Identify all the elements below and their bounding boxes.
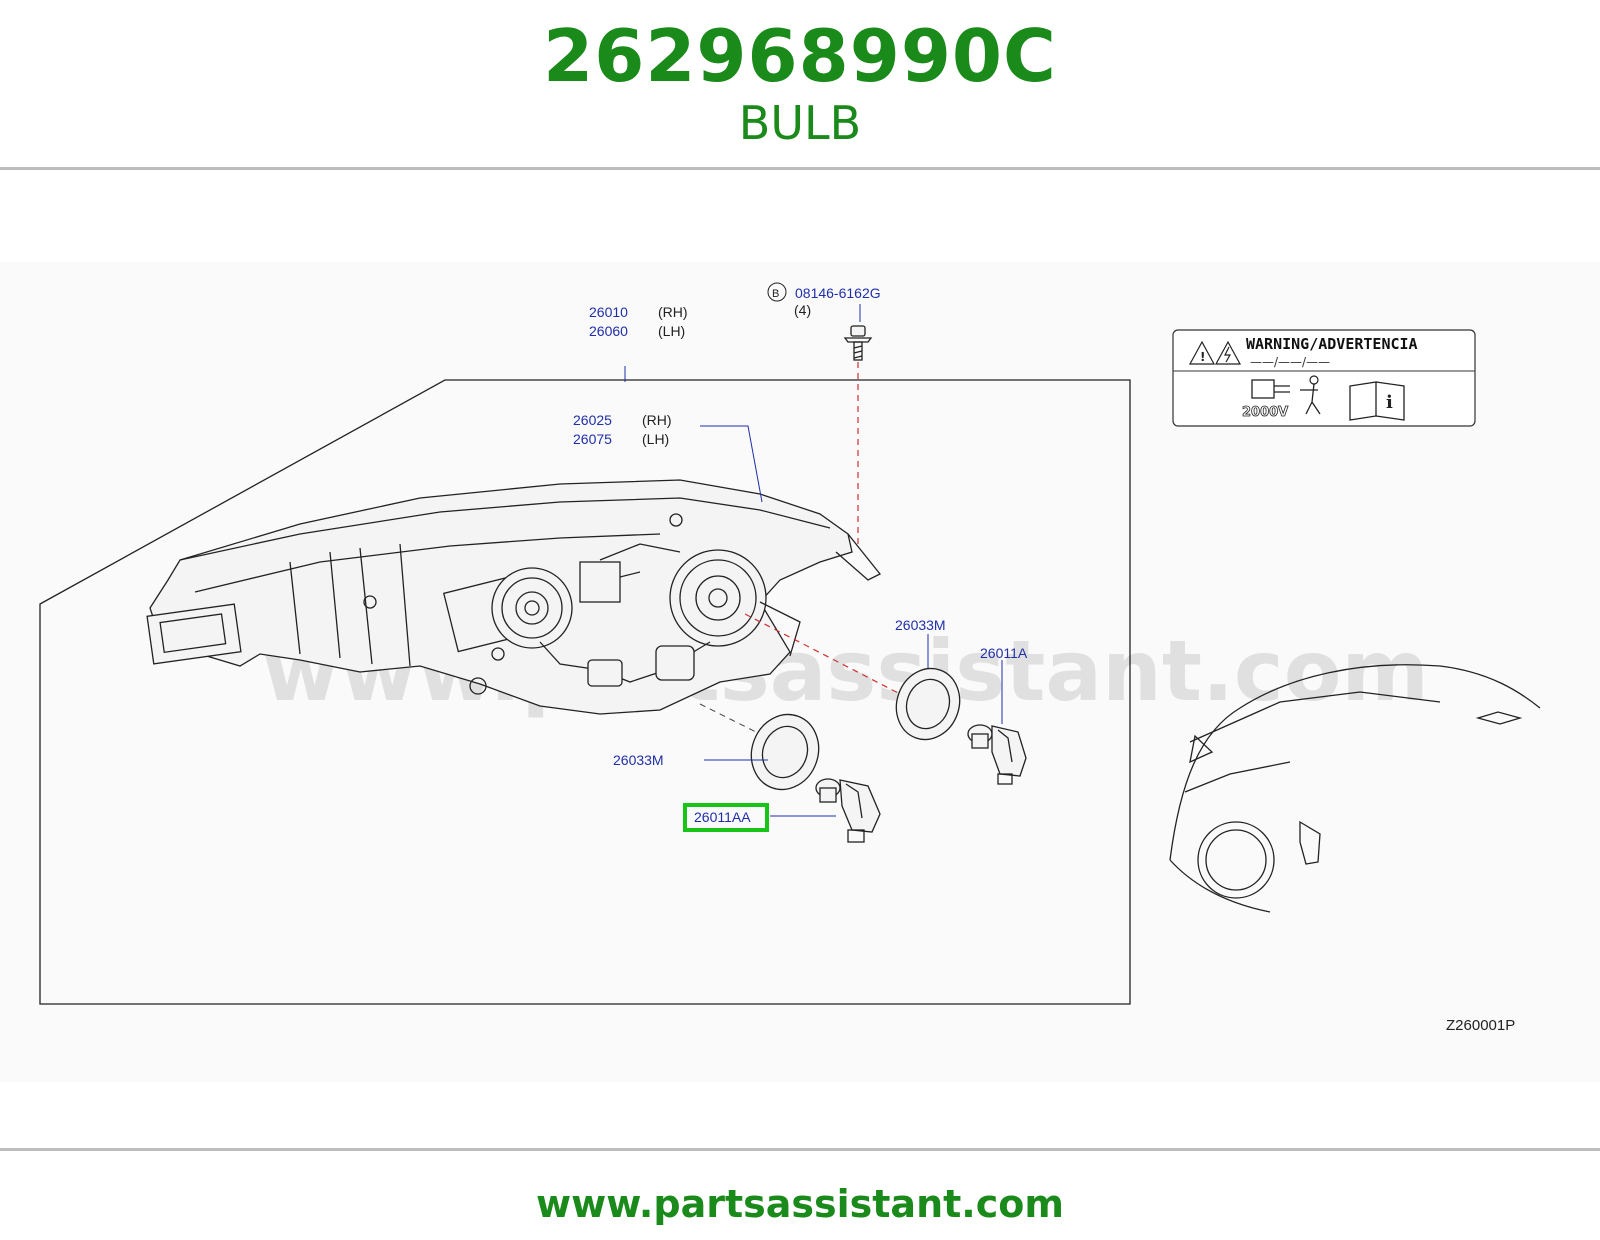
footer-url-link[interactable]: www.partsassistant.com <box>536 1182 1064 1226</box>
warning-title: WARNING/ADVERTENCIA <box>1246 335 1418 353</box>
callout-headlamp-lh-side: (LH) <box>658 323 685 339</box>
callout-housing-rh-side: (RH) <box>642 412 672 428</box>
warning-blanks: ——/——/—— <box>1250 355 1330 369</box>
leader-housing <box>700 425 763 503</box>
warning-triangle-icon <box>1188 340 1216 365</box>
headlamp-assembly-drawing <box>146 479 882 715</box>
voltage-label: 2000V <box>1242 405 1288 420</box>
svg-text:!: ! <box>1200 350 1205 364</box>
assembly-frame <box>39 379 1131 1005</box>
callout-headlamp-rh-code: 26010 <box>589 304 628 320</box>
svg-text:i: i <box>1386 392 1393 413</box>
shock-hazard-icon: 2000V <box>1242 375 1321 420</box>
bolt-marker-letter: B <box>772 288 779 300</box>
callout-housing-rh-code: 26025 <box>573 412 612 428</box>
callout-bolt-code: 08146-6162G <box>795 285 881 301</box>
warning-label: ! WARNING/ADVERTENCIA ——/——/—— 2000V i <box>1172 329 1476 427</box>
callout-cap-lower: 26033M <box>613 752 664 768</box>
bolt-marker-circle <box>767 282 787 302</box>
callout-bulb-upper: 26011A <box>980 645 1028 661</box>
part-number-title: 262968990C <box>543 14 1057 98</box>
page-header: 262968990C BULB <box>0 0 1600 168</box>
cap-lower-drawing <box>750 713 820 791</box>
footer-divider <box>0 1148 1600 1151</box>
callout-headlamp-rh-side: (RH) <box>658 304 688 320</box>
parts-diagram: www.partsassistant.com <box>0 262 1600 1082</box>
callout-cap-upper: 26033M <box>895 617 946 633</box>
vehicle-location-sketch <box>1169 664 1541 913</box>
callout-bulb-lower-highlighted[interactable]: 26011AA <box>694 809 751 825</box>
callout-housing-lh-code: 26075 <box>573 431 612 447</box>
lower-guide-line <box>699 703 761 735</box>
manual-book-icon: i <box>1349 381 1405 421</box>
high-voltage-triangle-icon <box>1214 340 1242 365</box>
highlight-box <box>683 803 769 832</box>
figure-code: Z260001P <box>1446 1017 1515 1034</box>
diagram-canvas: www.partsassistant.com <box>39 282 1541 1034</box>
bolt-drawing <box>843 325 873 361</box>
bulb-upper-drawing <box>967 724 1027 785</box>
callout-bolt-qty: (4) <box>794 302 811 318</box>
callout-headlamp-lh-code: 26060 <box>589 323 628 339</box>
part-name-subtitle: BULB <box>738 96 862 150</box>
bulb-lower-drawing <box>815 778 881 843</box>
header-divider <box>0 167 1600 170</box>
cap-upper-drawing <box>895 667 961 741</box>
callout-housing-lh-side: (LH) <box>642 431 669 447</box>
